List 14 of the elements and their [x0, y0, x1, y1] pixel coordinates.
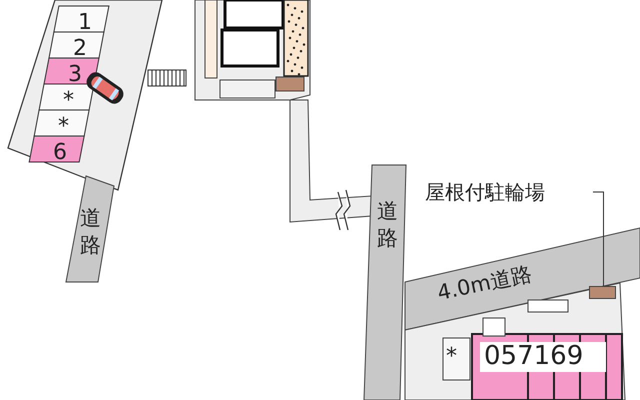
- space-number: *: [58, 116, 69, 138]
- space-number: 6: [53, 142, 67, 164]
- property-number: 057169: [484, 343, 584, 369]
- space-number: *: [446, 346, 457, 368]
- road-label: 道路: [80, 205, 101, 260]
- road-label: 4.0m道路: [436, 264, 534, 304]
- space-number: 1: [78, 12, 92, 34]
- bicycle-shed: [589, 286, 616, 299]
- leader-line: [592, 192, 604, 286]
- space-number: 3: [68, 64, 82, 86]
- callout-label: 屋根付駐輪場: [425, 180, 591, 204]
- space-number: 2: [73, 38, 87, 60]
- space-number: *: [63, 90, 74, 112]
- road-label: 道路: [377, 198, 398, 252]
